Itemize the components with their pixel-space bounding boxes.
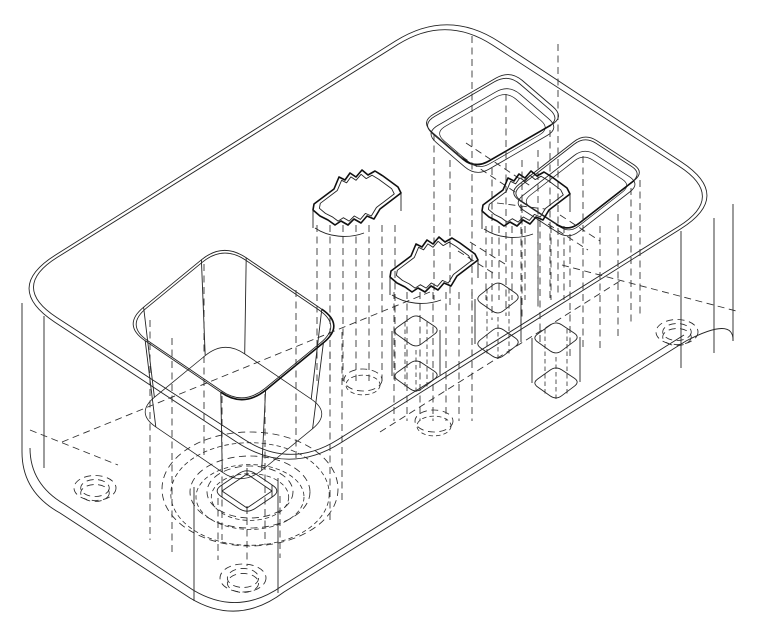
block-bottom-edge-inner	[29, 334, 685, 604]
connector-cutout-c-rim-inner	[487, 174, 564, 223]
bolt-hole-left-inner	[80, 479, 110, 497]
prism-hole-left-top	[394, 315, 438, 347]
block-corner-verticals	[21, 204, 734, 601]
boss-counterbore-outer	[161, 431, 339, 547]
bolt-hole-left-seat	[80, 484, 110, 502]
block-bottom-edge-outer	[21, 328, 734, 612]
prism-hole-left-bottom	[394, 360, 438, 392]
prism-hole-center-top	[477, 282, 519, 314]
connector-cutout-c-wall-bottom	[483, 228, 534, 238]
hidden-edge-7	[451, 149, 519, 195]
bolt-hole-front-inner	[226, 568, 260, 588]
floor-boss-ticks	[221, 468, 273, 514]
boss-counterbore-mid	[189, 455, 311, 529]
bolt-hole-left	[73, 475, 117, 501]
floor-boss	[216, 470, 278, 512]
connector-cutout-b-rim-inner	[395, 240, 472, 289]
square-pocket-rim-chamfer	[427, 77, 556, 166]
hidden-edge-0	[61, 291, 431, 443]
hidden-edge-1	[379, 280, 621, 433]
hidden-edge-3	[29, 429, 119, 466]
hidden-edge-6	[457, 250, 494, 274]
big-pocket-rim	[132, 249, 335, 401]
bolt-hole-front	[219, 563, 267, 593]
hidden-edge-4	[496, 202, 546, 210]
bolt-hole-right	[655, 319, 699, 345]
connector-cutout-a-rim	[312, 169, 402, 226]
right-pocket-accent	[555, 179, 635, 229]
square-pocket-accent	[462, 124, 552, 166]
floor-boss-top	[221, 473, 273, 509]
big-pocket-rim-accent	[220, 308, 335, 401]
right-pocket-rim	[513, 136, 640, 229]
connector-cutout-b-rim	[389, 236, 479, 293]
prism-hole-right-top	[534, 322, 578, 354]
hidden-edge-5	[469, 241, 506, 265]
big-pocket-wall-edges	[143, 257, 324, 473]
hidden-edge-9	[547, 223, 589, 251]
big-pocket-rim-chamfer	[135, 252, 332, 399]
through-hole-a-seat	[345, 374, 381, 396]
block-top-edge-inner	[33, 29, 703, 455]
through-hole-b	[414, 409, 454, 433]
boss-counterbore-inner-seat	[210, 473, 290, 521]
bolt-hole-right-seat	[662, 328, 692, 346]
bolt-hole-front-seat	[226, 573, 260, 593]
hidden-edge-8	[465, 142, 533, 188]
bolt-hole-right-inner	[662, 323, 692, 341]
boss-counterbore-outer-seat	[170, 442, 330, 546]
hidden-edge-2	[561, 264, 741, 313]
boss-counterbore-inner	[206, 465, 294, 519]
square-pocket-cavity	[439, 94, 546, 167]
hidden-edge-10	[559, 214, 601, 242]
connector-cutout-a-rim-inner	[318, 173, 395, 222]
prism-hole-right-bottom	[534, 367, 578, 399]
block-top-edge-outer	[28, 24, 708, 460]
boss-counterbore-mid-seat	[195, 464, 305, 530]
through-hole-a	[343, 368, 383, 392]
connector-cutout-b-wall-bottom	[391, 294, 442, 304]
prism-hole-center-bottom	[477, 327, 519, 359]
square-pocket-floor	[430, 88, 555, 173]
through-hole-b-seat	[416, 415, 452, 437]
connector-cutout-a-wall-bottom	[314, 227, 365, 237]
big-pocket-floor	[144, 346, 323, 480]
connector-cutout-c-rim	[481, 170, 571, 227]
